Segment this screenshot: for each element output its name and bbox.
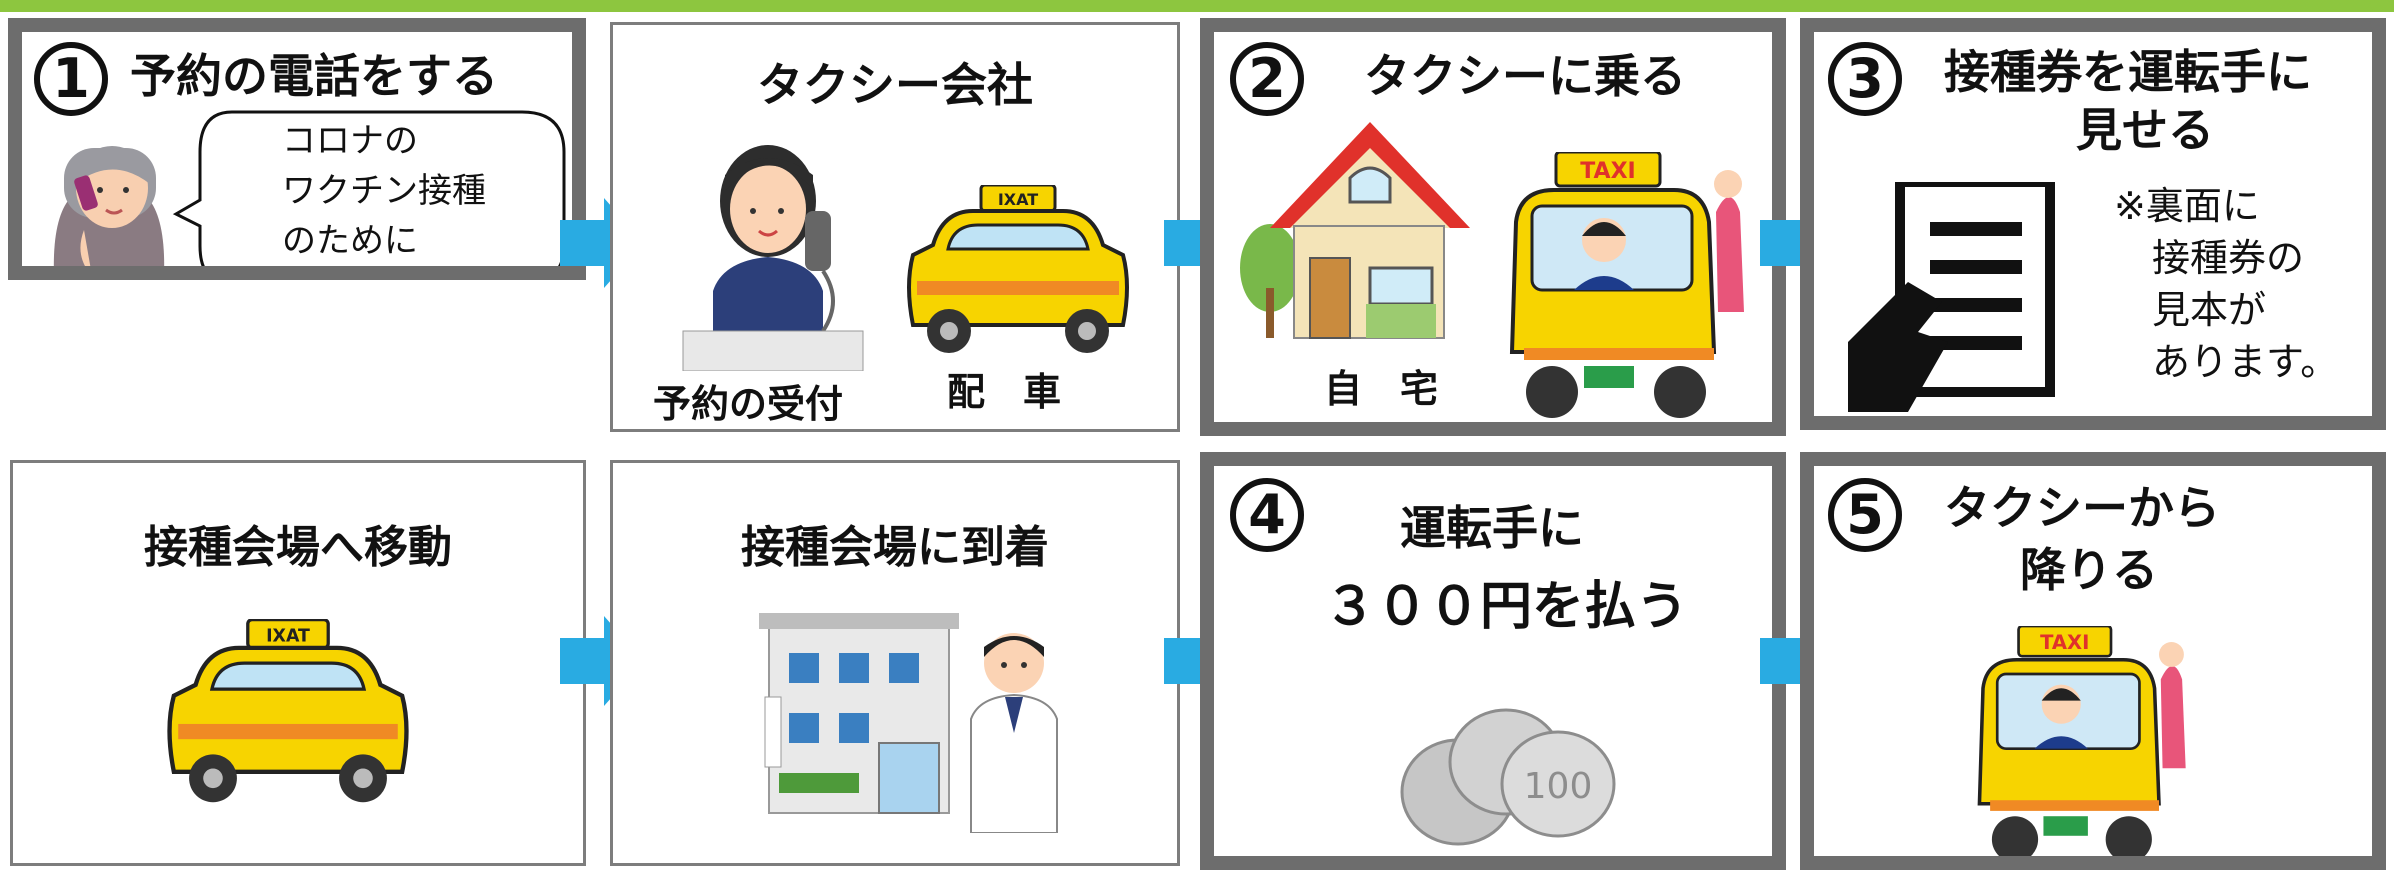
taxi-front-icon: IXAT — [907, 185, 1129, 353]
step-4-title-line1: 運転手に — [1400, 501, 1584, 555]
panel-arrive-venue: 接種会場に到着 — [610, 460, 1180, 866]
step-4-number: 4 — [1230, 478, 1304, 552]
panel-taxi-company: タクシー会社 予約の受付 IXAT 配 車 — [610, 22, 1180, 432]
step-5-title-line1: タクシーから — [1944, 481, 2220, 535]
taxi-with-driver-icon-2: TAXI — [1977, 626, 2186, 856]
panel-step-5: 5 タクシーから 降りる TAXI — [1800, 452, 2386, 870]
step-4-title-line2: ３００円を払う — [1324, 577, 1689, 637]
operator-with-phone-icon — [682, 145, 864, 371]
step-2-title: タクシーに乗る — [1364, 49, 1686, 103]
document-in-hand-icon — [1848, 182, 2055, 412]
panel-step-3: 3 接種券を運転手に 見せる ※裏面に 接種券の 見本が あります。 — [1800, 18, 2386, 430]
step-3-title-line2: 見せる — [2076, 103, 2214, 157]
taxi-sign-text-3: IXAT — [266, 626, 310, 646]
speech-bubble-icon — [172, 110, 566, 266]
taxi-front-icon-2: IXAT — [167, 619, 409, 803]
reception-label: 予約の受付 — [653, 382, 844, 426]
step-5-title-line2: 降りる — [2020, 543, 2158, 597]
step-3-title-line1: 接種券を運転手に — [1944, 45, 2312, 99]
home-label: 自 宅 — [1324, 367, 1439, 411]
arrive-title: 接種会場に到着 — [741, 522, 1049, 573]
taxi-sign-text-2: TAXI — [1580, 159, 1635, 184]
step-1-number: 1 — [34, 42, 108, 116]
dispatch-label: 配 車 — [947, 370, 1062, 414]
phone-call-woman-icon — [53, 146, 165, 266]
panel-step-4: 4 運転手に ３００円を払う 100 — [1200, 452, 1786, 870]
step-1-title: 予約の電話をする — [130, 49, 498, 103]
step-3-number: 3 — [1828, 42, 1902, 116]
clinic-building-icon — [759, 613, 959, 814]
move-title: 接種会場へ移動 — [144, 522, 452, 573]
top-accent-bar — [0, 0, 2394, 12]
step-3-note: ※裏面に 接種券の 見本が あります。 — [2114, 184, 2339, 384]
speech-bubble-text: コロナの ワクチン接種 のために 利用したいの ですが・・・。 — [282, 121, 486, 261]
panel-step-1: 1 予約の電話をする コロナの ワクチン接種 のために 利用したいの ですが・・… — [8, 18, 586, 280]
coin-label: 100 — [1524, 766, 1593, 807]
taxi-company-title: タクシー会社 — [757, 58, 1033, 112]
panel-step-2: 2 タクシーに乗る 自 宅 TAXI — [1200, 18, 1786, 436]
house-icon — [1240, 122, 1470, 339]
taxi-sign-text-4: TAXI — [2040, 631, 2089, 654]
doctor-icon — [970, 633, 1058, 833]
taxi-sign-text: IXAT — [998, 190, 1038, 209]
step-5-number: 5 — [1828, 478, 1902, 552]
yen-coins-icon: 100 — [1400, 708, 1616, 846]
panel-move-to-venue: 接種会場へ移動 IXAT — [10, 460, 586, 866]
taxi-with-driver-icon: TAXI — [1509, 152, 1744, 418]
step-2-number: 2 — [1230, 42, 1304, 116]
